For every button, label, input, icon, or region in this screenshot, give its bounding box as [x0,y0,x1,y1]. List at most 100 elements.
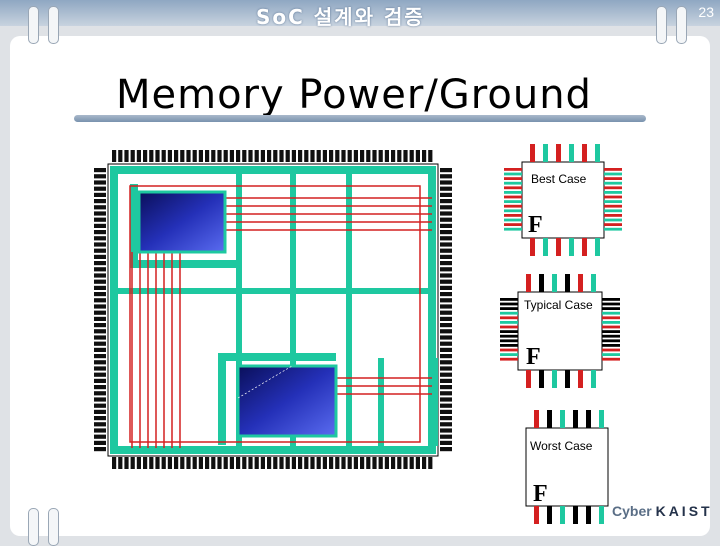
io-pad [291,150,296,162]
io-pad [94,323,106,328]
power-rail [428,166,436,454]
io-pad [94,192,106,197]
io-pad [378,150,383,162]
io-pad [335,150,340,162]
io-pad [94,254,106,259]
io-pad [94,416,106,421]
io-pad [285,150,290,162]
io-pad [440,292,452,297]
power-rail [218,353,336,361]
io-pad [440,347,452,352]
io-pad [440,372,452,377]
io-pad [316,150,321,162]
io-pad [236,150,241,162]
io-pad [440,440,452,445]
io-pad [440,434,452,439]
io-pad [440,335,452,340]
io-pad [304,457,309,469]
io-pad [217,457,222,469]
io-pad [440,174,452,179]
io-pad [440,242,452,247]
io-pad [205,150,210,162]
io-pad [267,150,272,162]
case-glyph-worst: F [533,481,548,507]
io-pad [236,457,241,469]
io-pad [440,186,452,191]
io-pad [94,217,106,222]
io-pad [229,457,234,469]
io-pad [440,279,452,284]
io-pad [384,457,389,469]
power-rail [432,358,438,446]
power-rail [110,288,436,294]
io-pad [366,150,371,162]
io-pad [149,457,154,469]
io-pad [124,150,129,162]
io-pad [94,403,106,408]
logo-text-cyber: Cyber [612,503,652,519]
power-rail [110,446,436,454]
io-pad [440,385,452,390]
io-pad [229,150,234,162]
io-pad [440,230,452,235]
io-pad [440,416,452,421]
io-pad [94,211,106,216]
power-rail [346,166,352,446]
power-rails [110,166,438,454]
io-pad [440,323,452,328]
io-pad [94,385,106,390]
io-pad [248,150,253,162]
io-pad [440,298,452,303]
io-pad [440,354,452,359]
io-pad [180,150,185,162]
io-pad [94,199,106,204]
io-pad [440,378,452,383]
io-pad [440,192,452,197]
io-pad [273,150,278,162]
io-pad [94,329,106,334]
io-pad [397,150,402,162]
io-pad [341,150,346,162]
io-pad [94,434,106,439]
io-pad [94,279,106,284]
io-pad [347,457,352,469]
io-pad [198,150,203,162]
io-pad [440,199,452,204]
logo-text-kaist: KAIST [655,503,713,519]
io-pad [94,285,106,290]
io-pad [391,457,396,469]
io-pad [329,150,334,162]
io-pad [94,428,106,433]
io-pad [440,316,452,321]
memory-block-top [137,190,227,254]
io-pad [440,236,452,241]
binder-ring-icon [28,6,39,44]
io-pad [372,457,377,469]
io-pad [94,316,106,321]
io-pad [94,267,106,272]
io-pad [94,422,106,427]
io-pad [285,457,290,469]
io-pad [378,457,383,469]
io-pad [279,457,284,469]
io-pad [298,150,303,162]
io-pad [143,457,148,469]
io-pad [384,150,389,162]
binder-ring-icon [676,6,687,44]
io-pad [310,150,315,162]
io-pad [94,378,106,383]
io-pad [94,273,106,278]
io-pad [242,150,247,162]
io-pad [273,457,278,469]
io-pad [136,150,141,162]
io-pad [118,457,123,469]
io-pad [428,150,433,162]
io-pad [440,304,452,309]
power-rail [218,353,226,445]
cyber-kaist-logo: Cyber KAIST [612,503,713,519]
io-pad [94,168,106,173]
io-pad [403,150,408,162]
io-pad [260,150,265,162]
io-pad [440,211,452,216]
io-pad [94,347,106,352]
